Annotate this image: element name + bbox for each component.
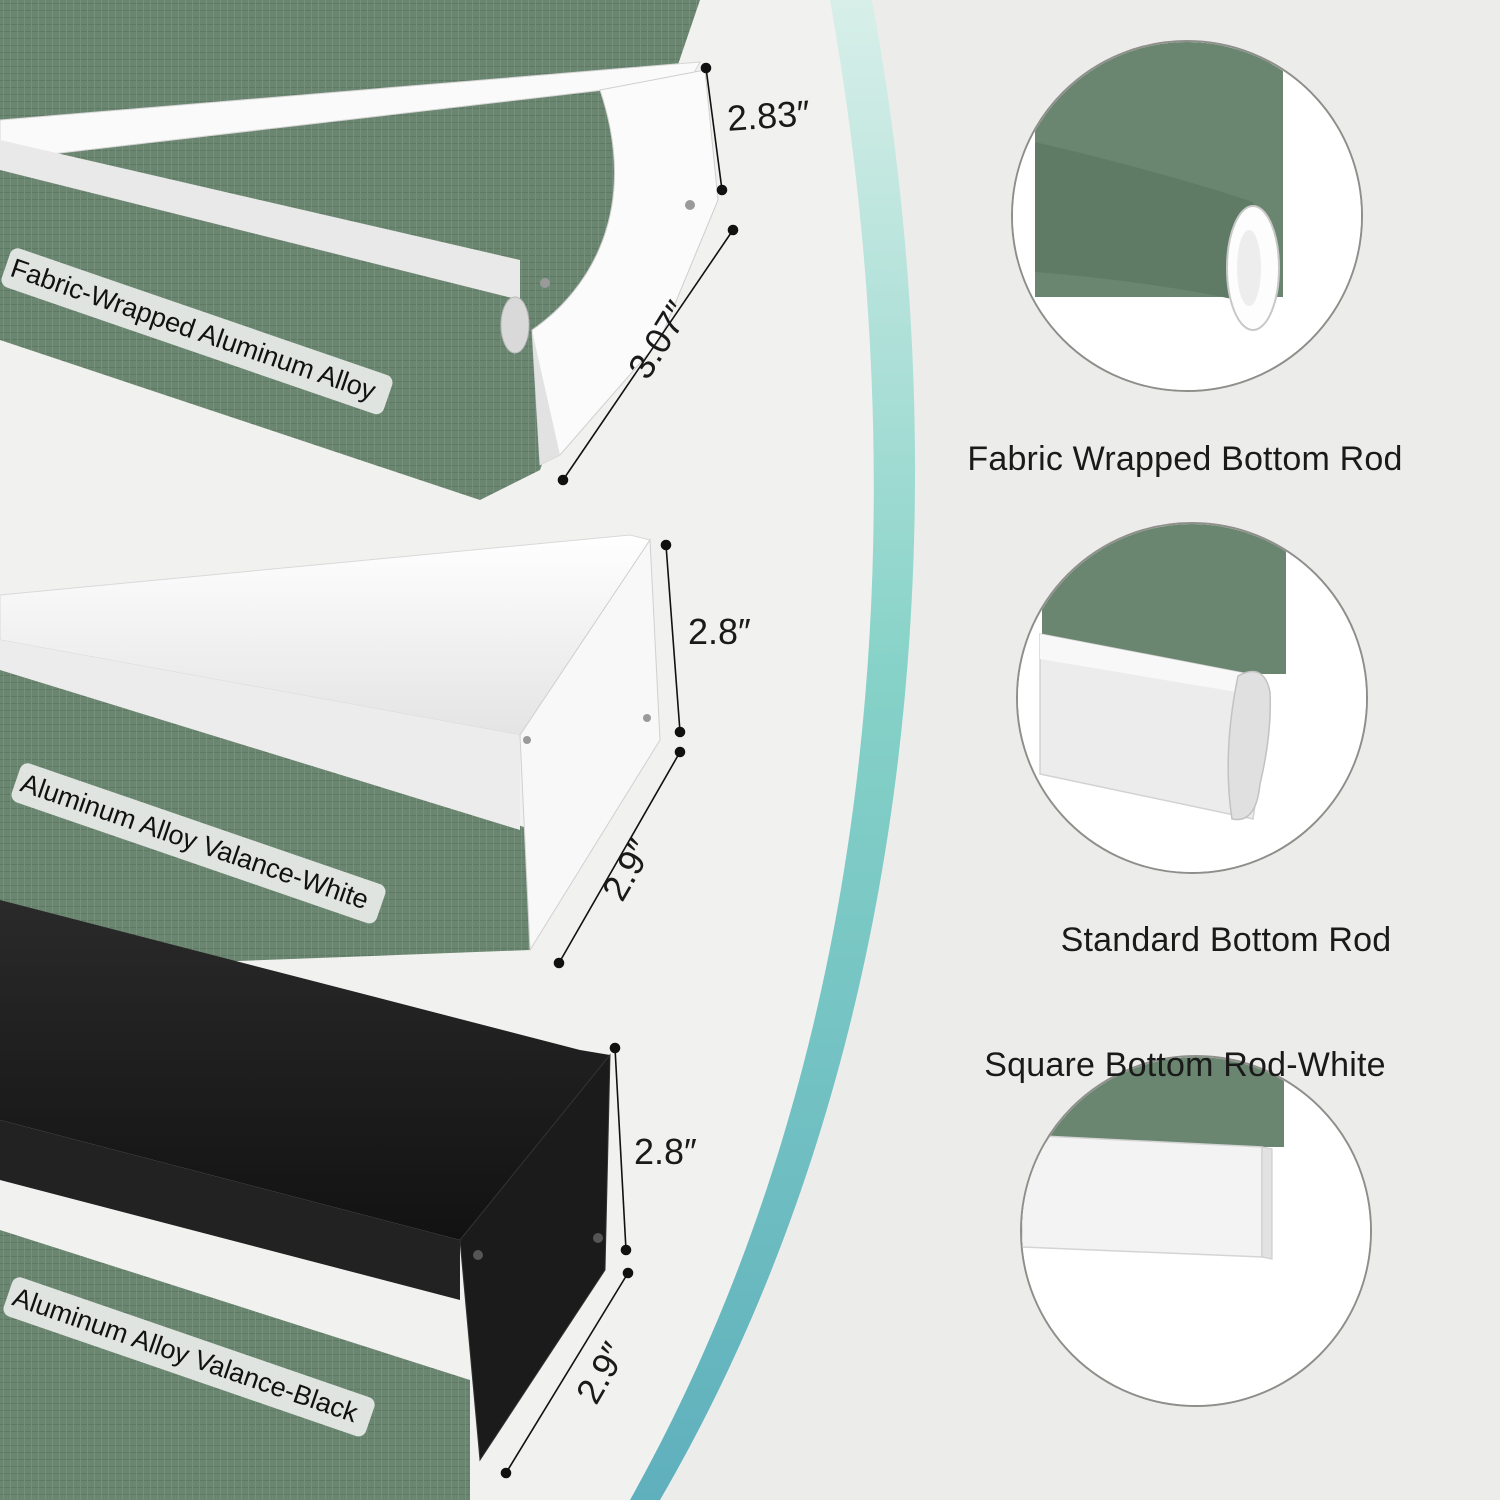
valance-3-height-label: 2.8″ [634,1131,697,1172]
square-rod-label: Square Bottom Rod-White [984,1046,1386,1084]
square-rod-icon [1020,1055,1372,1407]
fabric-wrapped-rod-label: Fabric Wrapped Bottom Rod [967,440,1403,478]
standard-rod-icon [1016,522,1368,874]
standard-rod-label: Standard Bottom Rod [1060,921,1392,959]
fabric-wrapped-rod-icon [1011,40,1363,392]
valance-2-height-label: 2.8″ [688,611,751,652]
valance-1-height-label: 2.83″ [725,92,812,139]
